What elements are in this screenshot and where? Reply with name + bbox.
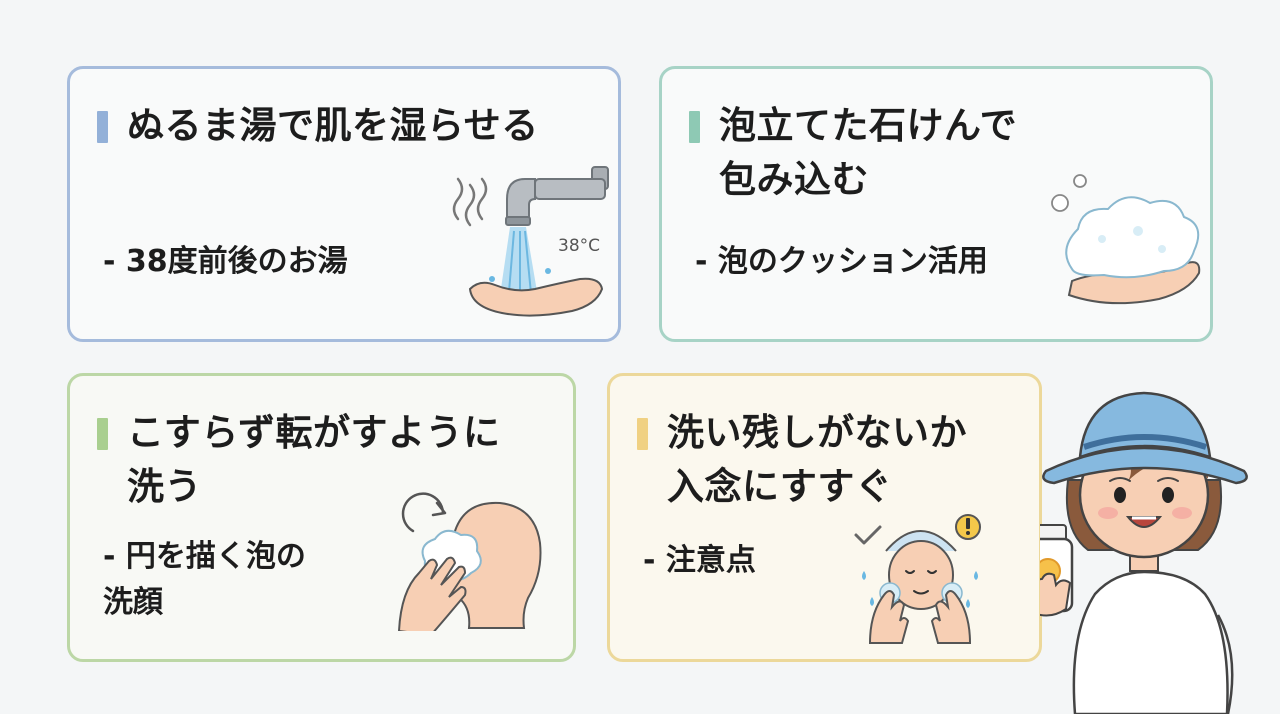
temperature-label: 38°C — [558, 236, 600, 256]
girl-with-sunscreen-icon — [1040, 391, 1248, 714]
step-detail: - 泡のクッション活用 — [695, 244, 988, 279]
faucet-hand-icon: 38°C — [452, 166, 609, 317]
card-accent-bar — [97, 418, 108, 450]
step-detail: - 注意点 — [643, 543, 756, 578]
card-accent-bar — [637, 418, 648, 450]
card-accent-bar — [97, 111, 108, 143]
step-title: こすらず転がすように 洗う — [127, 411, 501, 508]
step-detail: - 38度前後のお湯 — [103, 244, 348, 279]
rinse-face-icon — [854, 514, 981, 644]
step-detail: - 円を描く泡の 洗顔 — [103, 539, 306, 620]
step-title: 洗い残しがないか 入念にすすぐ — [667, 411, 967, 508]
step-card-4: 洗い残しがないか 入念にすすぐ - 注意点 — [607, 373, 1042, 662]
step-card-2: 泡立てた石けんで 包み込む - 泡のクッション活用 — [659, 66, 1213, 342]
face-wash-icon — [397, 492, 542, 631]
step-title: 泡立てた石けんで 包み込む — [719, 104, 1018, 201]
step-card-1: ぬるま湯で肌を湿らせる - 38度前後のお湯 38°C — [67, 66, 621, 342]
card-accent-bar — [689, 111, 700, 143]
step-title: ぬるま湯で肌を湿らせる — [127, 104, 539, 147]
step-card-3: こすらず転がすように 洗う - 円を描く泡の 洗顔 — [67, 373, 576, 662]
foam-hand-icon — [1051, 174, 1201, 305]
